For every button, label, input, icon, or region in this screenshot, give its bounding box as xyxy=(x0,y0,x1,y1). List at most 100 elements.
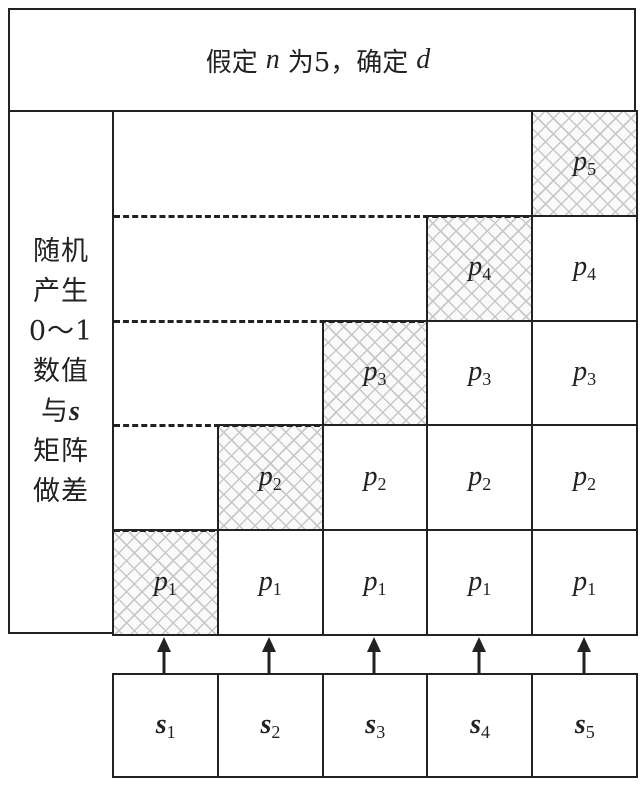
grid-cell-c5-r4: p4 xyxy=(531,214,638,322)
up-arrow-icon xyxy=(576,637,591,673)
p-subscript: 2 xyxy=(377,473,387,494)
grid-cell-c5-r2: p2 xyxy=(531,424,638,532)
s-cell-4: s4 xyxy=(426,673,534,778)
p-symbol: p xyxy=(363,355,378,387)
p-symbol: p xyxy=(258,565,273,597)
grid-cell-c4-r2: p2 xyxy=(426,424,534,532)
s-cell-5: s5 xyxy=(531,673,639,778)
grid-cell-c5-r5: p5 xyxy=(531,110,638,217)
s-label: s1 xyxy=(156,709,176,743)
p-subscript: 3 xyxy=(587,368,597,389)
s-label: s5 xyxy=(575,709,595,743)
p-symbol: p xyxy=(468,565,483,597)
p-subscript: 1 xyxy=(167,578,177,599)
p-symbol: p xyxy=(573,565,588,597)
p-symbol: p xyxy=(573,146,588,178)
s-cell-2: s2 xyxy=(216,673,325,778)
side-line-5-s: s xyxy=(69,396,81,427)
p-label: p1 xyxy=(154,566,177,600)
p-label: p4 xyxy=(573,251,596,285)
p-label: p5 xyxy=(573,146,596,180)
s-subscript: 1 xyxy=(166,721,176,742)
grid-cell-c2-r2: p2 xyxy=(216,424,324,532)
p-label: p2 xyxy=(259,461,282,495)
up-arrow-icon xyxy=(471,637,486,673)
grid-cell-c3-r3: p3 xyxy=(321,319,429,427)
title-d: d xyxy=(416,44,431,75)
dashed-separator xyxy=(114,214,530,218)
p-label: p2 xyxy=(363,461,386,495)
grid-cell-c5-r1: p1 xyxy=(531,529,638,636)
grid-cell-c5-r3: p3 xyxy=(531,319,638,427)
s-cell-1: s1 xyxy=(112,673,220,778)
p-symbol: p xyxy=(363,460,378,492)
s-subscript: 3 xyxy=(376,721,386,742)
side-line-5: 与s xyxy=(41,392,81,432)
side-line-6: 矩阵 xyxy=(33,436,89,467)
s-subscript: 5 xyxy=(585,721,595,742)
p-symbol: p xyxy=(573,460,588,492)
p-label: p1 xyxy=(259,566,282,600)
dashed-separator xyxy=(114,424,320,428)
grid-cell-c4-r1: p1 xyxy=(426,529,534,636)
p-label: p1 xyxy=(363,566,386,600)
p-subscript: 5 xyxy=(587,159,597,180)
side-line-5-prefix: 与 xyxy=(41,396,70,427)
s-subscript: 2 xyxy=(271,721,281,742)
dashed-separator xyxy=(114,529,215,533)
title-mid: 为5，确定 xyxy=(287,47,409,78)
p-subscript: 4 xyxy=(482,264,492,285)
p-subscript: 2 xyxy=(587,473,597,494)
p-subscript: 1 xyxy=(377,578,387,599)
grid-cell-c4-r3: p3 xyxy=(426,319,534,427)
s-cell-3: s3 xyxy=(321,673,429,778)
up-arrow-icon xyxy=(367,637,381,673)
s-label: s4 xyxy=(470,709,490,743)
grid-cell-c3-r2: p2 xyxy=(321,424,429,532)
p-label: p2 xyxy=(573,461,596,495)
s-subscript: 4 xyxy=(480,721,490,742)
p-label: p3 xyxy=(468,356,491,390)
p-subscript: 1 xyxy=(482,578,492,599)
side-line-1: 随机 xyxy=(33,236,89,267)
p-symbol: p xyxy=(573,355,588,387)
up-arrow-icon xyxy=(262,637,277,673)
grid-cell-c2-r1: p1 xyxy=(216,529,324,636)
side-description-box: 随机 产生 0～1 数值 与s 矩阵 做差 xyxy=(8,110,114,634)
p-label: p1 xyxy=(468,566,491,600)
p-symbol: p xyxy=(468,355,483,387)
s-symbol: s xyxy=(155,708,167,740)
p-symbol: p xyxy=(258,460,273,492)
title-n: n xyxy=(265,44,280,75)
side-line-2: 产生 xyxy=(33,276,89,307)
p-label: p2 xyxy=(468,461,491,495)
s-symbol: s xyxy=(470,708,481,740)
s-label: s2 xyxy=(260,709,280,743)
p-label: p3 xyxy=(363,356,386,390)
p-symbol: p xyxy=(153,565,168,597)
up-arrow-icon xyxy=(157,637,172,673)
grid-cell-c3-r1: p1 xyxy=(321,529,429,636)
s-symbol: s xyxy=(365,708,377,740)
p-subscript: 1 xyxy=(272,578,282,599)
p-subscript: 1 xyxy=(587,578,597,599)
title-box: 假定 n 为5，确定 d xyxy=(8,8,636,112)
p-subscript: 2 xyxy=(482,473,492,494)
p-subscript: 2 xyxy=(272,473,282,494)
s-symbol: s xyxy=(260,708,272,740)
p-subscript: 3 xyxy=(482,368,492,389)
side-line-3: 0～1 xyxy=(28,316,94,347)
title-prefix: 假定 xyxy=(205,47,258,78)
p-label: p1 xyxy=(573,566,596,600)
p-symbol: p xyxy=(363,565,378,597)
p-subscript: 4 xyxy=(587,264,597,285)
p-label: p3 xyxy=(573,356,596,390)
p-subscript: 3 xyxy=(377,368,387,389)
p-label: p4 xyxy=(468,251,491,285)
p-symbol: p xyxy=(573,251,588,283)
p-symbol: p xyxy=(468,251,483,283)
side-line-4: 数值 xyxy=(33,356,89,387)
s-symbol: s xyxy=(574,708,586,740)
grid-cell-c1-r1: p1 xyxy=(112,529,219,636)
s-label: s3 xyxy=(365,709,385,743)
